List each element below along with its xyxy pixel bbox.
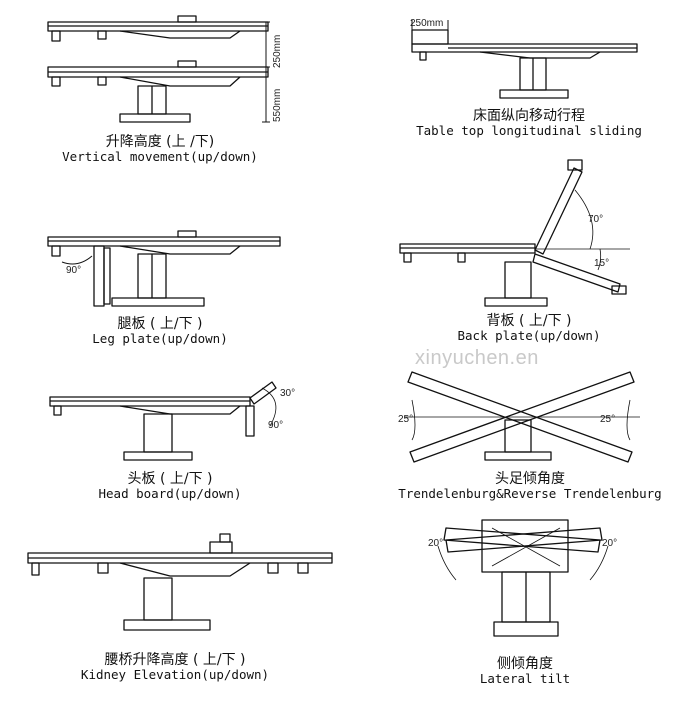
dim-back-70: 70° [588,214,604,225]
kidney-elevation-drawing [27,533,333,631]
caption-leg-plate: 腿板 ( 上/下 ) Leg plate(up/down) [40,316,280,346]
caption-en: Trendelenburg&Reverse Trendelenburg [398,486,662,502]
dim-back-15: 15° [594,258,610,269]
caption-en: Vertical movement(up/down) [62,149,258,165]
caption-cn: 床面纵向移动行程 [473,108,585,124]
caption-kidney-elevation: 腰桥升降高度 ( 上/下 ) Kidney Elevation(up/down) [40,652,310,682]
caption-en: Lateral tilt [479,671,571,687]
dim-250-travel: 250mm [272,34,283,68]
caption-trendelenburg: 头足倾角度 Trendelenburg&Reverse Trendelenbur… [390,471,670,501]
longitudinal-sliding-drawing [411,20,638,99]
dim-tilt-left: 20° [428,538,444,549]
caption-longitudinal-sliding: 床面纵向移动行程 Table top longitudinal sliding [400,108,658,138]
caption-cn: 腿板 ( 上/下 ) [117,316,203,332]
lateral-tilt-drawing [437,519,609,637]
caption-head-board: 头板 ( 上/下 ) Head board(up/down) [40,471,300,501]
dim-head-30: 30° [280,388,296,399]
caption-cn: 背板 ( 上/下 ) [486,313,572,329]
caption-en: Head board(up/down) [98,486,242,502]
dim-550-height: 550mm [272,88,283,122]
caption-en: Kidney Elevation(up/down) [80,667,270,683]
dim-250-slide: 250mm [410,18,444,29]
dim-head-90: 90° [268,420,284,431]
caption-en: Table top longitudinal sliding [416,123,642,139]
leg-plate-drawing [47,230,281,307]
dim-tilt-right: 20° [602,538,618,549]
caption-cn: 升降高度 (上 /下) [105,134,215,150]
caption-cn: 腰桥升降高度 ( 上/下 ) [104,652,246,668]
caption-cn: 侧倾角度 [497,656,553,672]
dim-trend-left: 25° [398,414,414,425]
dim-leg-90: 90° [66,265,82,276]
vertical-movement-drawing [47,15,270,123]
caption-lateral-tilt: 侧倾角度 Lateral tilt [440,656,610,686]
caption-en: Back plate(up/down) [457,328,601,344]
head-board-drawing [49,381,277,461]
watermark: xinyuchen.en [415,347,539,369]
back-plate-drawing [399,159,630,307]
trendelenburg-drawing [404,371,640,463]
caption-vertical-movement: 升降高度 (上 /下) Vertical movement(up/down) [40,134,280,164]
caption-cn: 头足倾角度 [495,471,565,487]
caption-en: Leg plate(up/down) [92,331,228,347]
dim-trend-right: 25° [600,414,616,425]
caption-back-plate: 背板 ( 上/下 ) Back plate(up/down) [400,313,658,343]
caption-cn: 头板 ( 上/下 ) [127,471,213,487]
